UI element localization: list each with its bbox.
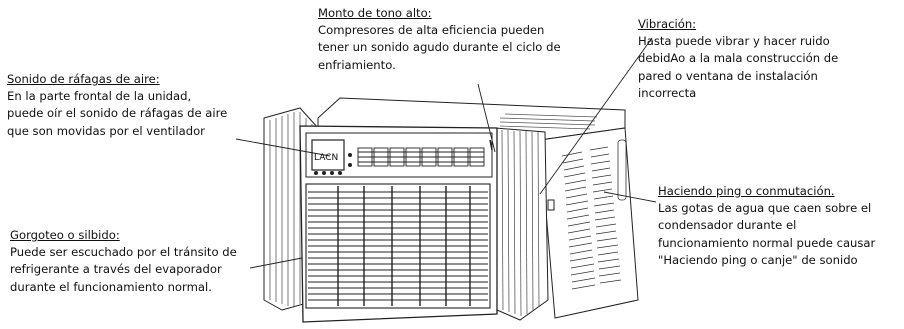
air-vent-slots — [357, 147, 485, 167]
callout-gorgoteo-title: Gorgoteo o silbido: — [10, 228, 120, 242]
callout-rafagas-title: Sonido de ráfagas de aire: — [7, 72, 160, 86]
callout-ping: Haciendo ping o conmutación. Las gotas d… — [658, 183, 875, 269]
grille-dividers — [337, 186, 471, 306]
side-cabinet — [539, 127, 639, 319]
top-grille — [499, 113, 598, 130]
callout-ping-title: Haciendo ping o conmutación. — [658, 184, 835, 198]
callout-rafagas-body: En la parte frontal de la unidad, puede … — [7, 89, 228, 138]
callout-tono-alto: Monto de tono alto: Compresores de alta … — [318, 5, 561, 74]
control-buttons — [314, 153, 352, 175]
corner-tab — [547, 199, 555, 211]
callout-vibracion-body: Hasta puede vibrar y hacer ruido debidAo… — [638, 34, 839, 100]
leader-rafagas — [235, 138, 331, 157]
callout-gorgoteo-body: Puede ser escuchado por el tránsito de r… — [10, 245, 237, 294]
leader-vibracion — [539, 37, 653, 195]
leader-gorgoteo — [249, 257, 303, 269]
display-window — [311, 139, 345, 171]
callout-tono-alto-body: Compresores de alta eficiencia pueden te… — [318, 23, 561, 72]
right-panel-pleats — [501, 129, 540, 317]
callout-vibracion: Vibración: Hasta puede vibrar y hacer ru… — [638, 16, 838, 102]
leader-tono-alto — [477, 83, 496, 153]
leader-ping — [603, 191, 657, 203]
display-readout: LACN — [314, 153, 338, 163]
side-louvers — [561, 139, 627, 290]
callout-vibracion-title: Vibración: — [638, 17, 697, 31]
callout-gorgoteo: Gorgoteo o silbido: Puede ser escuchado … — [10, 227, 237, 296]
callout-rafagas: Sonido de ráfagas de aire: En la parte f… — [7, 71, 227, 140]
callout-tono-alto-title: Monto de tono alto: — [318, 6, 432, 20]
panel-clip — [489, 139, 493, 151]
callout-ping-body: Las gotas de agua que caen sobre el cond… — [658, 201, 876, 267]
